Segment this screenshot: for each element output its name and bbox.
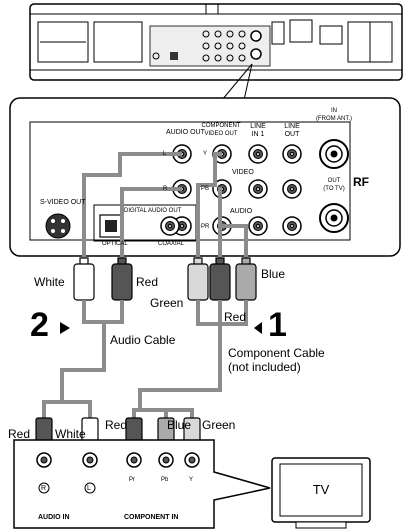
in-from-ant-label-1: IN [331,108,337,114]
jack-pr-label: PR [201,224,210,230]
panel-plugs [73,257,257,301]
rf-label: RF [353,175,369,189]
jack-r-label: R [163,186,168,192]
white-plug-top [73,263,95,301]
line-out-label-1: LINE [284,123,300,130]
component-cable-label-1: Component Cable [228,346,325,360]
red-tv-comp-label: Red [105,418,128,432]
green-plug-label: Green [150,296,184,310]
audio-in-label: AUDIO IN [38,514,70,521]
white-tv-audio-label: White [55,427,86,441]
component-cable-lower [132,300,248,418]
step1-arrow [254,322,262,334]
line-in-label-2: IN 1 [251,131,265,138]
line-out-label-2: OUT [284,131,300,138]
out-to-tv-label-2: (TO TV) [323,186,345,192]
component-video-out-label-1: COMPONENT [201,123,241,129]
tv-set [271,457,371,529]
red-tv-audio-label: Red [8,427,31,441]
line-in-label-1: LINE [250,123,266,130]
component-cable-upper [196,152,248,262]
blue-tv-comp-label: Blue [167,418,192,432]
white-plug-label: White [34,275,65,289]
step-1-number: 1 [268,306,287,344]
panel-jacks [160,139,349,236]
green-plug-top [187,263,209,301]
tv-jack-pb-label: Pb [161,477,169,483]
video-label: VIDEO [232,169,254,176]
component-video-out-label-2: VIDEO OUT [204,131,238,137]
audio-cable-label: Audio Cable [110,333,176,347]
tv-jack-r-label: R [41,485,47,492]
coaxial-label: COAXIAL [158,241,185,247]
component-cable-label-2: (not included) [228,360,301,374]
digital-audio-out-label: DIGITAL AUDIO OUT [124,208,182,214]
audio-cable-upper [82,152,182,262]
red-component-label: Red [224,310,247,324]
tv-jack-l-label: L [87,485,91,492]
jack-pb-label: PB [201,186,210,192]
tv-jack-pr-label: Pr [129,477,135,483]
tv-input-panel [13,439,271,529]
blue-plug-top [235,263,257,301]
audio-out-label: AUDIO OUT [166,129,205,136]
step-2-number: 2 [30,306,49,344]
jack-l-label: L [163,151,167,157]
in-from-ant-label-2: (FROM ANT.) [316,116,352,122]
audio-label: AUDIO [230,208,253,215]
s-video-out-label: S-VIDEO OUT [40,199,86,206]
rear-panel-closeup [9,97,401,257]
blue-plug-label: Blue [261,267,286,281]
red-plug-component-top [209,263,231,301]
red-plug-top [111,263,133,301]
green-tv-comp-label: Green [202,418,236,432]
tv-jack-y-label: Y [189,477,194,483]
dvd-vcr-rear-view [29,3,403,81]
optical-label: OPTICAL [102,241,128,247]
out-to-tv-label-1: OUT [327,178,341,184]
audio-cable-lower [42,300,124,418]
jack-y-label: Y [203,151,208,157]
red-plug-label: Red [136,275,159,289]
tv-label: TV [312,482,330,497]
step2-arrow [60,322,70,334]
component-in-label: COMPONENT IN [124,514,179,521]
